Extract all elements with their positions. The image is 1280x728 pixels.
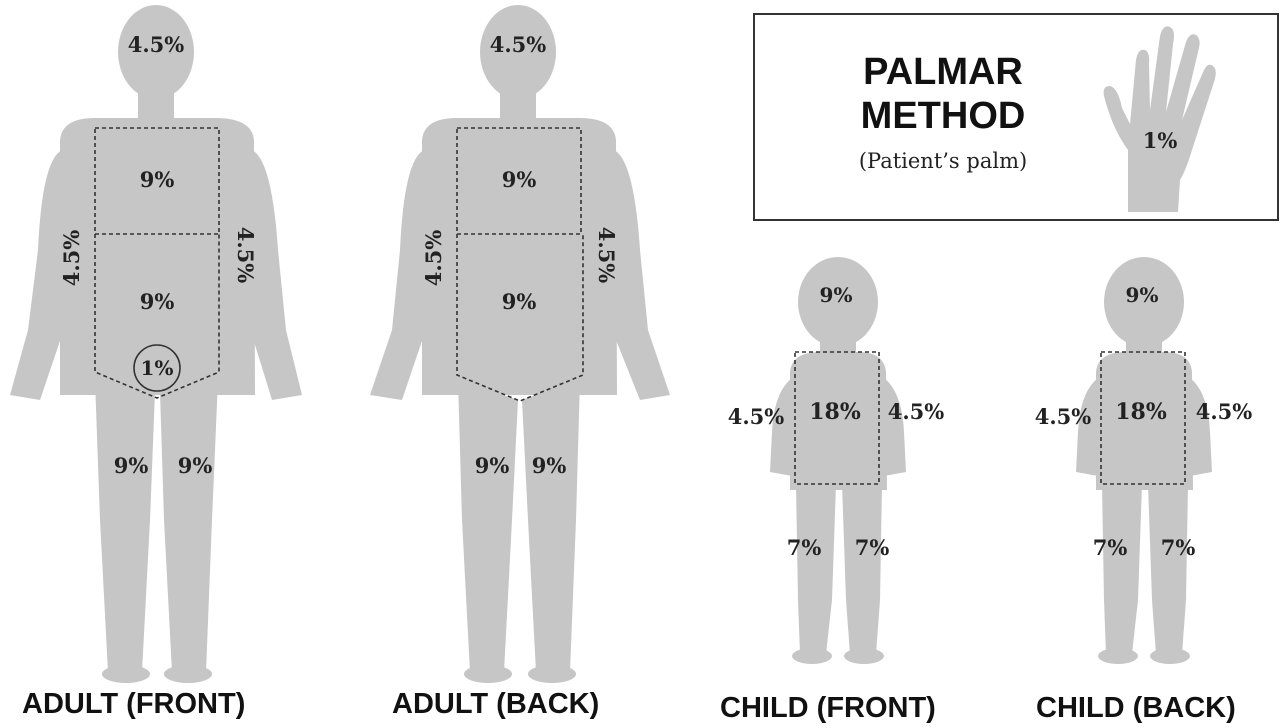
- adult-front-head-value: 4.5%: [128, 32, 185, 57]
- child-back-left-arm-value: 4.5%: [1035, 404, 1092, 429]
- adult-back-right-leg-value: 9%: [532, 453, 567, 478]
- adult-back-right-arm-value: 4.5%: [594, 227, 619, 284]
- child-front-head-value: 9%: [820, 283, 853, 307]
- palm-value: 1%: [1143, 128, 1178, 153]
- adult-back-left-leg-value: 9%: [475, 453, 510, 478]
- child-back-figure: 9% 18% 4.5% 4.5% 7% 7%: [1035, 257, 1253, 664]
- adult-back-head-value: 4.5%: [490, 32, 547, 57]
- child-back-left-leg-value: 7%: [1093, 535, 1128, 560]
- palmar-method-box: PALMAR METHOD (Patient’s palm) 1%: [754, 14, 1278, 220]
- child-back-silhouette: [1076, 257, 1212, 664]
- caption-child-back: CHILD (BACK): [1036, 692, 1236, 725]
- adult-front-perineum-value: 1%: [141, 356, 174, 380]
- adult-back-silhouette: [370, 5, 670, 683]
- palmar-title-line1: PALMAR: [863, 51, 1023, 93]
- palmar-subtitle: (Patient’s palm): [859, 149, 1027, 173]
- child-back-torso-value: 18%: [1115, 399, 1167, 425]
- caption-adult-back: ADULT (BACK): [392, 688, 599, 721]
- adult-back-lower-back-value: 9%: [502, 289, 537, 314]
- adult-back-figure: 4.5% 9% 9% 4.5% 4.5% 9% 9%: [370, 5, 670, 683]
- adult-front-right-leg-value: 9%: [178, 453, 213, 478]
- child-front-silhouette: [770, 257, 906, 664]
- adult-front-left-arm-value: 4.5%: [59, 230, 84, 287]
- adult-front-figure: 4.5% 9% 9% 1% 4.5% 4.5% 9% 9%: [10, 5, 302, 683]
- adult-back-left-arm-value: 4.5%: [421, 230, 446, 287]
- child-front-right-arm-value: 4.5%: [888, 399, 945, 424]
- adult-front-right-arm-value: 4.5%: [233, 227, 258, 284]
- adult-back-upper-back-value: 9%: [502, 167, 537, 192]
- child-front-right-leg-value: 7%: [855, 535, 890, 560]
- adult-front-left-leg-value: 9%: [114, 453, 149, 478]
- child-back-right-arm-value: 4.5%: [1196, 399, 1253, 424]
- child-front-left-leg-value: 7%: [787, 535, 822, 560]
- adult-front-silhouette: [10, 5, 302, 683]
- child-front-torso-value: 18%: [809, 399, 861, 425]
- caption-child-front: CHILD (FRONT): [720, 692, 936, 725]
- child-back-right-leg-value: 7%: [1161, 535, 1196, 560]
- palmar-title-line2: METHOD: [861, 95, 1026, 137]
- child-front-left-arm-value: 4.5%: [728, 404, 785, 429]
- adult-front-abdomen-value: 9%: [140, 289, 175, 314]
- child-front-figure: 9% 18% 4.5% 4.5% 7% 7%: [728, 257, 945, 664]
- child-back-head-value: 9%: [1126, 283, 1159, 307]
- adult-front-chest-value: 9%: [140, 167, 175, 192]
- caption-adult-front: ADULT (FRONT): [22, 688, 245, 721]
